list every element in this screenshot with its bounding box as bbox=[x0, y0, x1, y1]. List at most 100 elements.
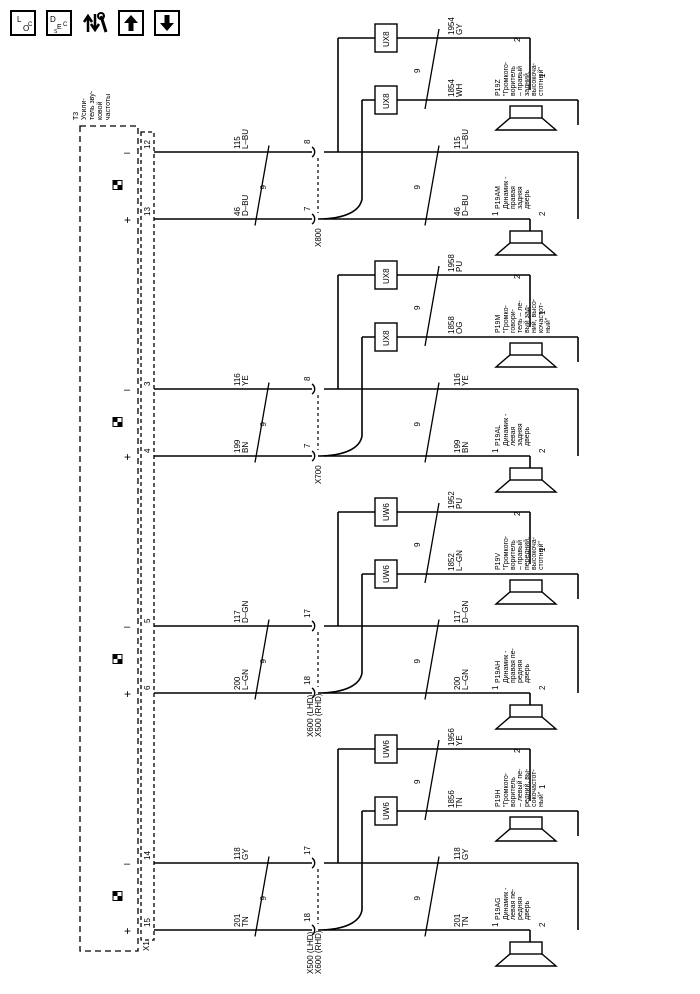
door-speaker bbox=[509, 230, 543, 244]
svg-text:D: D bbox=[50, 15, 56, 24]
circuit-color: L–GN bbox=[241, 669, 250, 690]
door-speaker-description: Динамик - bbox=[503, 887, 510, 920]
door-speaker-cone bbox=[494, 242, 558, 256]
door-speaker-cone bbox=[494, 479, 558, 493]
circuit-number: 117 bbox=[233, 610, 242, 623]
circuit-color: TN bbox=[461, 916, 470, 927]
tweeter-circuit: 1958 bbox=[447, 254, 456, 272]
tweeter-speaker-cone bbox=[494, 117, 558, 131]
svg-text:ковой: ковой bbox=[96, 101, 104, 120]
circuit-color: YE bbox=[461, 375, 470, 386]
door-speaker-ref: P19AH bbox=[495, 661, 502, 683]
tweeter-circuit: 1856 bbox=[447, 790, 456, 808]
tweeter-pin: 1 bbox=[538, 310, 547, 315]
tweeter-description: высокоча- bbox=[531, 536, 538, 570]
svg-text:X1: X1 bbox=[142, 941, 151, 951]
inline-pin-minus: 8 bbox=[303, 139, 312, 144]
filter-box bbox=[374, 559, 398, 589]
tweeter-speaker-cone bbox=[494, 591, 558, 605]
desc-icon: D E S C bbox=[50, 15, 68, 34]
desc-button[interactable]: D E S C bbox=[46, 10, 72, 36]
inline-connector-label: X500 (RHD) bbox=[314, 693, 323, 737]
polarity-minus: – bbox=[124, 147, 131, 159]
inline-pin-minus: 8 bbox=[303, 376, 312, 381]
door-speaker-description: редняя bbox=[517, 897, 524, 920]
tweeter-description: ный" bbox=[544, 317, 552, 333]
inline-pin-plus: 7 bbox=[303, 443, 312, 448]
tweeter-description: редний, вы- bbox=[523, 768, 531, 807]
filter-label: UW6 bbox=[382, 565, 391, 583]
twisted-pair-line bbox=[424, 856, 440, 937]
twisted-pair-line bbox=[254, 382, 270, 463]
tweeter-description: кочастот- bbox=[538, 302, 545, 333]
amp-pin-plus: 6 bbox=[143, 685, 152, 690]
door-speaker-pin: 2 bbox=[538, 922, 547, 927]
polarity-plus: + bbox=[124, 450, 131, 464]
door-speaker bbox=[509, 941, 543, 955]
tweeter-circuit: 1854 bbox=[447, 79, 456, 97]
door-speaker-description: правая пе- bbox=[510, 647, 517, 683]
circuit-color: L–BU bbox=[461, 129, 470, 149]
door-speaker-description: дверь bbox=[524, 189, 531, 209]
channel-grid-icon-cell bbox=[113, 180, 118, 185]
tweeter-speaker bbox=[509, 342, 543, 356]
svg-text:O: O bbox=[23, 24, 29, 33]
tweeter-color: OG bbox=[455, 322, 464, 334]
circuit-number: 118 bbox=[233, 847, 242, 860]
circuit-number: 199 bbox=[453, 439, 462, 453]
twist-label: 9 bbox=[413, 659, 422, 664]
tweeter-ref: P19V bbox=[495, 553, 502, 570]
twist-label: 9 bbox=[413, 779, 422, 784]
next-button[interactable] bbox=[154, 10, 180, 36]
twist-label: 9 bbox=[413, 68, 422, 73]
inline-pin-minus: 17 bbox=[303, 609, 312, 618]
tweeter-description: воритель bbox=[510, 777, 517, 807]
twist-label: 9 bbox=[413, 542, 422, 547]
tweeter-pin: 2 bbox=[513, 748, 522, 753]
tweeter-circuit: 1858 bbox=[447, 316, 456, 334]
twist-label: 9 bbox=[259, 422, 268, 427]
channel-grid-icon-cell bbox=[113, 891, 118, 896]
door-speaker-description: Динамик - bbox=[503, 176, 510, 209]
door-speaker-description: задняя bbox=[517, 186, 524, 209]
tweeter-description: говори- bbox=[510, 308, 517, 333]
door-speaker-description: дверь bbox=[524, 900, 531, 920]
arrow-up-icon bbox=[124, 15, 138, 31]
tools-button[interactable] bbox=[82, 10, 108, 36]
loc-button[interactable]: L O C bbox=[10, 10, 36, 36]
filter-box bbox=[374, 497, 398, 527]
amplifier-label: T3 Усили- тель зву- ковой частоты bbox=[73, 90, 112, 120]
svg-text:L: L bbox=[17, 15, 22, 24]
inline-connector-label: X500 (LHD) bbox=[306, 931, 315, 974]
twisted-pair-line bbox=[254, 619, 270, 700]
prev-button[interactable] bbox=[118, 10, 144, 36]
twist-label: 9 bbox=[259, 659, 268, 664]
circuit-color: YE bbox=[241, 375, 250, 386]
circuit-number: 117 bbox=[453, 610, 462, 623]
twist-label: 9 bbox=[259, 185, 268, 190]
tweeter-speaker bbox=[509, 579, 543, 593]
tweeter-description: сокочастот- bbox=[531, 769, 538, 807]
tweeter-circuit: 1954 bbox=[447, 17, 456, 35]
door-speaker-pin: 1 bbox=[491, 922, 500, 927]
inline-pin-plus: 18 bbox=[303, 676, 312, 685]
svg-text:E: E bbox=[57, 24, 62, 31]
polarity-plus: + bbox=[124, 213, 131, 227]
tweeter-color: PU bbox=[455, 261, 464, 272]
tweeter-branch-plus bbox=[317, 574, 363, 694]
twist-label: 9 bbox=[413, 185, 422, 190]
svg-text:C: C bbox=[28, 22, 33, 28]
amplifier-box bbox=[79, 125, 139, 952]
inline-pin-plus: 7 bbox=[303, 206, 312, 211]
door-speaker-pin: 2 bbox=[538, 685, 547, 690]
tweeter-speaker bbox=[509, 105, 543, 119]
twist-label: 9 bbox=[413, 422, 422, 427]
twisted-pair-line bbox=[424, 145, 440, 226]
circuit-number: 46 bbox=[453, 207, 462, 216]
twisted-pair-line bbox=[424, 382, 440, 463]
tweeter-description: высокоча- bbox=[531, 62, 538, 96]
tweeter-color: PU bbox=[455, 498, 464, 509]
